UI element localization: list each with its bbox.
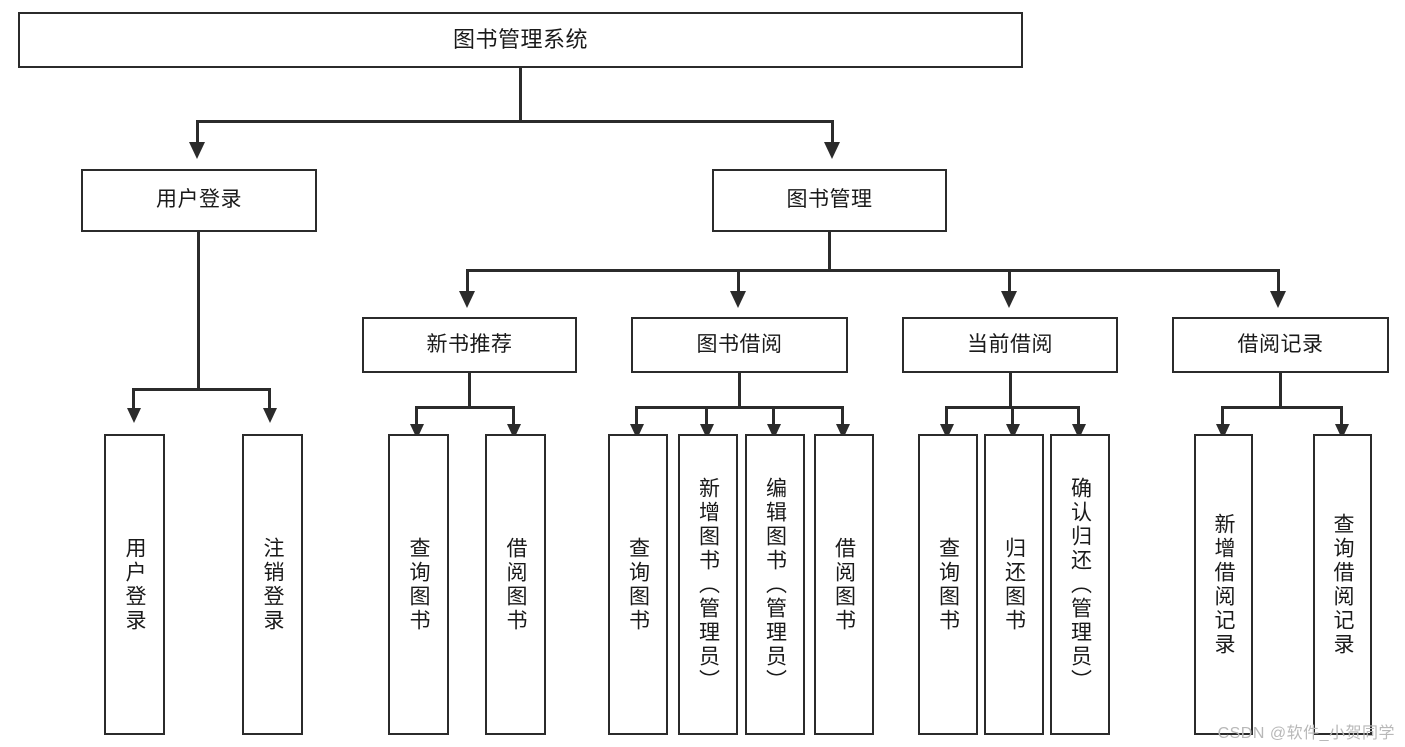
arrowhead-book-manage [824,142,840,159]
node-book-management[interactable]: 图书管理 [712,169,947,232]
connector-book-manage-stem [828,232,831,272]
node-label: 当前借阅 [967,332,1053,356]
connector-drop-cb-confirm [1077,406,1080,426]
connector-user-login-stem [197,232,200,390]
node-label: 确认归还（管理员） [1068,476,1092,693]
node-borrow-records[interactable]: 借阅记录 [1172,317,1389,373]
connector-drop-br-query [1340,406,1343,426]
node-current-borrow[interactable]: 当前借阅 [902,317,1118,373]
connector-current-borrow-stem [1009,373,1012,409]
node-label: 编辑图书（管理员） [763,476,787,693]
watermark-text: CSDN @软件_小贺同学 [1217,725,1395,742]
node-label: 查询图书 [626,536,650,633]
connector-root-bus [196,120,834,123]
connector-drop-bb-edit [772,406,775,426]
leaf-current-return-book[interactable]: 归还图书 [984,434,1044,735]
leaf-borrow-edit-book[interactable]: 编辑图书（管理员） [745,434,805,735]
node-label: 图书管理系统 [452,27,588,53]
node-label: 用户登录 [156,188,242,212]
node-label: 新书推荐 [426,332,513,356]
leaf-borrow-borrow-book[interactable]: 借阅图书 [814,434,874,735]
connector-drop-book-borrow [737,269,740,293]
arrowhead-borrow-records [1270,291,1286,308]
node-user-login[interactable]: 用户登录 [81,169,317,232]
leaf-records-add-record[interactable]: 新增借阅记录 [1194,434,1253,735]
connector-book-manage-bus [466,269,1280,272]
node-label: 查询图书 [407,536,430,633]
node-label: 查询图书 [936,536,960,633]
connector-drop-new-book [466,269,469,293]
node-label: 借阅图书 [504,536,527,633]
connector-drop-cb-query [945,406,948,426]
connector-root-stem [519,68,522,122]
node-label: 用户登录 [123,536,146,633]
connector-drop-user-login [196,120,199,144]
connector-drop-book-manage [831,120,834,144]
node-label: 图书借阅 [696,332,783,356]
node-new-book-recommend[interactable]: 新书推荐 [362,317,577,373]
node-label: 查询借阅记录 [1331,512,1354,657]
node-root-system[interactable]: 图书管理系统 [18,12,1023,68]
arrowhead-user-login [189,142,205,159]
leaf-records-query-record[interactable]: 查询借阅记录 [1313,434,1372,735]
leaf-recommend-query-book[interactable]: 查询图书 [388,434,449,735]
connector-book-borrow-stem [738,373,741,409]
connector-drop-cb-return [1011,406,1014,426]
connector-new-book-bus [415,406,515,409]
arrowhead-book-borrow [730,291,746,308]
leaf-current-confirm-return[interactable]: 确认归还（管理员） [1050,434,1110,735]
connector-drop-br-add [1221,406,1224,426]
leaf-borrow-query-book[interactable]: 查询图书 [608,434,668,735]
connector-drop-bb-borrow [841,406,844,426]
connector-drop-nb-query [415,406,418,426]
node-label: 图书管理 [786,188,873,212]
connector-book-borrow-bus [635,406,843,409]
node-label: 借阅图书 [832,536,856,633]
arrowhead-new-book [459,291,475,308]
leaf-current-query-book[interactable]: 查询图书 [918,434,978,735]
connector-new-book-stem [468,373,471,409]
connector-user-login-bus [132,388,270,391]
arrowhead-leaf-logout [263,408,277,423]
node-label: 新增借阅记录 [1212,512,1235,657]
node-label: 新增图书（管理员） [696,476,720,693]
connector-drop-bb-add [705,406,708,426]
leaf-user-login[interactable]: 用户登录 [104,434,165,735]
arrowhead-leaf-user-login [127,408,141,423]
leaf-recommend-borrow-book[interactable]: 借阅图书 [485,434,546,735]
connector-drop-borrow-records [1277,269,1280,293]
connector-borrow-records-stem [1279,373,1282,409]
leaf-logout[interactable]: 注销登录 [242,434,303,735]
connector-drop-nb-borrow [512,406,515,426]
connector-drop-leaf-logout [268,388,271,410]
node-book-borrow[interactable]: 图书借阅 [631,317,848,373]
arrowhead-current-borrow [1001,291,1017,308]
node-label: 注销登录 [261,536,284,633]
connector-drop-leaf-user-login [132,388,135,410]
connector-borrow-records-bus [1221,406,1343,409]
node-label: 借阅记录 [1237,332,1324,356]
node-label: 归还图书 [1002,536,1026,633]
connector-drop-bb-query [635,406,638,426]
connector-drop-current-borrow [1008,269,1011,293]
leaf-borrow-add-book[interactable]: 新增图书（管理员） [678,434,738,735]
